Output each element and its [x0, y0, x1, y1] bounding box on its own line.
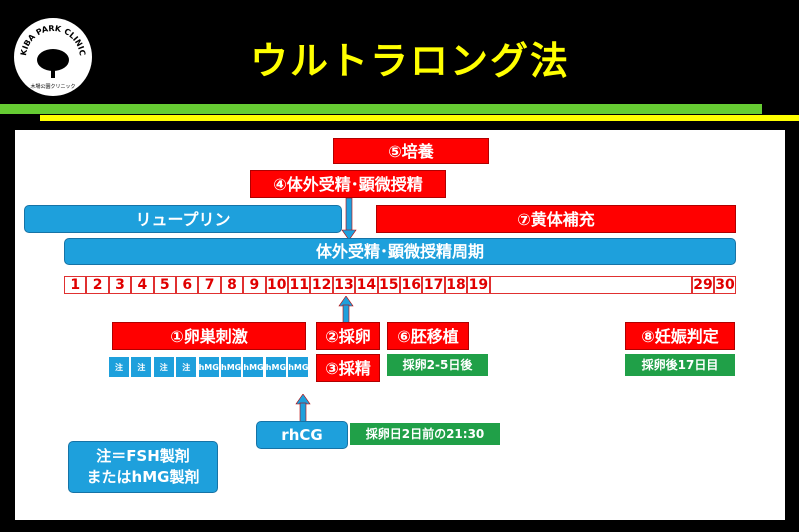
rhcg-note: 採卵日2日前の21:30: [350, 423, 500, 445]
divider-yellow: [40, 115, 799, 121]
sperm-collection-box: ③採精: [316, 354, 380, 382]
day-cell: 7: [198, 276, 221, 294]
day-cell: 1: [64, 276, 87, 294]
injection-cell: 注: [130, 356, 153, 378]
day-cell: 15: [377, 276, 400, 294]
egg-retrieval-box: ②採卵: [316, 322, 380, 350]
day-cell: 29: [692, 276, 714, 294]
injection-cell: hMG: [220, 356, 242, 378]
page-title: ウルトラロング法: [249, 39, 570, 83]
day-cell: 17: [422, 276, 445, 294]
arrow-down-icon: [341, 197, 357, 241]
day-cell: 10: [265, 276, 288, 294]
injection-cell: hMG: [197, 356, 220, 378]
tree-logo-icon: KIBA PARK CLINIC 木場公園クリニック: [19, 24, 87, 90]
divider-green: [0, 104, 762, 114]
day-cell: 8: [220, 276, 244, 294]
clinic-logo: KIBA PARK CLINIC 木場公園クリニック: [14, 18, 92, 96]
day-cell: 16: [400, 276, 423, 294]
transfer-note: 採卵2-5日後: [387, 354, 488, 376]
day-cell: 6: [176, 276, 199, 294]
day-cell: 30: [714, 276, 736, 294]
day-cell: 12: [310, 276, 333, 294]
injection-cell: 注: [152, 356, 175, 378]
injection-cell: hMG: [264, 356, 287, 378]
luteal-support-box: ⑦黄体補充: [376, 205, 736, 233]
ovarian-stim-box: ①卵巣刺激: [112, 322, 306, 350]
day-cell: 11: [288, 276, 311, 294]
cycle-period-box: 体外受精･顕微授精周期: [64, 238, 736, 265]
arrow-up-icon: [338, 295, 354, 325]
leuprorelin-box: リュープリン: [24, 205, 342, 233]
ivf-icsi-box: ④体外受精･顕微授精: [250, 170, 446, 198]
day-cell: 5: [153, 276, 176, 294]
pregnancy-test-box: ⑧妊娠判定: [625, 322, 735, 350]
day-gap-cell: [489, 276, 692, 294]
injection-cell: hMG: [242, 356, 265, 378]
injection-cell: 注: [175, 356, 198, 378]
day-cell: 14: [355, 276, 378, 294]
injection-cell: 注: [108, 356, 130, 378]
day-cell: 3: [108, 276, 132, 294]
logo-subtext: 木場公園クリニック: [30, 83, 75, 90]
day-cell: 4: [131, 276, 154, 294]
day-cell: 18: [444, 276, 468, 294]
day-cell: 19: [467, 276, 490, 294]
injection-cell: hMG: [287, 356, 310, 378]
embryo-transfer-box: ⑥胚移植: [387, 322, 469, 350]
culture-box: ⑤培養: [333, 138, 489, 164]
day-cell: 2: [86, 276, 109, 294]
day-cell: 13: [332, 276, 356, 294]
rhcg-box: rhCG: [256, 421, 348, 449]
legend-box: 注＝FSH製剤 またはhMG製剤: [68, 441, 218, 493]
arrow-up-icon: [295, 393, 311, 423]
day-cell: 9: [243, 276, 266, 294]
pregnancy-note: 採卵後17日目: [625, 354, 735, 376]
